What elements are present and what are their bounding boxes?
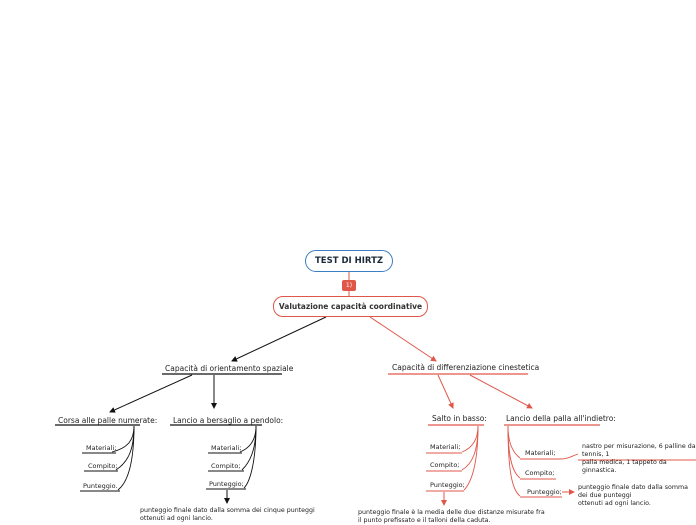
lancio-palla-materiali-note-line1: nastro per misurazione, 6 palline da ten… xyxy=(582,443,696,458)
lancio-palla-materiali[interactable]: Materiali; xyxy=(525,449,556,457)
corsa-node-title[interactable]: Corsa alle palle numerate: xyxy=(58,416,158,425)
lancio-palla-punteggio[interactable]: Punteggio; xyxy=(527,488,562,496)
salto-note[interactable]: punteggio finale è la media delle due di… xyxy=(358,509,558,525)
lancio-bersaglio-punteggio[interactable]: Punteggio; xyxy=(209,480,244,488)
main-to-left-connector xyxy=(231,316,327,362)
salto-note-line2: il punto prefissato e il talloni della c… xyxy=(358,517,491,524)
lancio-bersaglio-note-line1: punteggio finale dato dalla somma dei ci… xyxy=(140,507,315,514)
lancio-bersaglio-node-title[interactable]: Lancio a bersaglio a pendolo: xyxy=(173,416,284,425)
main-to-right-connector xyxy=(369,316,437,362)
lancio-palla-punteggio-note-line2: ottenuti ad ogni lancio. xyxy=(578,500,651,507)
lancio-palla-materiali-note[interactable]: nastro per misurazione, 6 palline da ten… xyxy=(582,443,696,475)
lancio-palla-materiali-note-line2: palla medica, 1 tappeto da ginnastica. xyxy=(582,459,667,474)
right-to-lancio-palla-connector xyxy=(469,374,533,409)
root-node[interactable]: TEST DI HIRTZ xyxy=(305,250,393,272)
salto-note-line1: punteggio finale è la media delle due di… xyxy=(358,509,545,516)
lancio-palla-compito[interactable]: Compito; xyxy=(525,469,555,477)
left-branch-title[interactable]: Capacità di orientamento spaziale xyxy=(165,364,294,373)
step-badge: 1) xyxy=(342,280,356,291)
lancio-palla-punteggio-note[interactable]: punteggio finale dato dalla somma dei du… xyxy=(578,484,696,508)
left-to-corsa-connector xyxy=(109,374,193,413)
right-branch-title[interactable]: Capacità di differenziazione cinestetica xyxy=(392,363,540,372)
lancio-palla-punteggio-note-line1: punteggio finale dato dalla somma dei du… xyxy=(578,484,689,499)
lancio-bersaglio-compito[interactable]: Compito; xyxy=(211,462,241,470)
lancio-bersaglio-note[interactable]: punteggio finale dato dalla somma dei ci… xyxy=(140,507,340,523)
lancio-palla-node-title[interactable]: Lancio della palla all'indietro: xyxy=(506,414,616,423)
lancio-bersaglio-materiali[interactable]: Materiali; xyxy=(211,444,242,452)
salto-materiali[interactable]: Materiali; xyxy=(430,443,461,451)
corsa-materiali[interactable]: Materiali; xyxy=(86,444,117,452)
right-to-salto-connector xyxy=(437,374,454,409)
corsa-punteggio[interactable]: Punteggio. xyxy=(83,482,118,490)
salto-node-title[interactable]: Salto in basso: xyxy=(432,414,487,423)
corsa-compito[interactable]: Compito; xyxy=(88,462,118,470)
main-topic-node[interactable]: Valutazione capacità coordinative xyxy=(273,296,428,317)
salto-punteggio[interactable]: Punteggio; xyxy=(430,481,465,489)
lancio-bersaglio-note-line2: ottenuti ad ogni lancio. xyxy=(140,515,213,522)
salto-compito[interactable]: Compito; xyxy=(430,461,460,469)
